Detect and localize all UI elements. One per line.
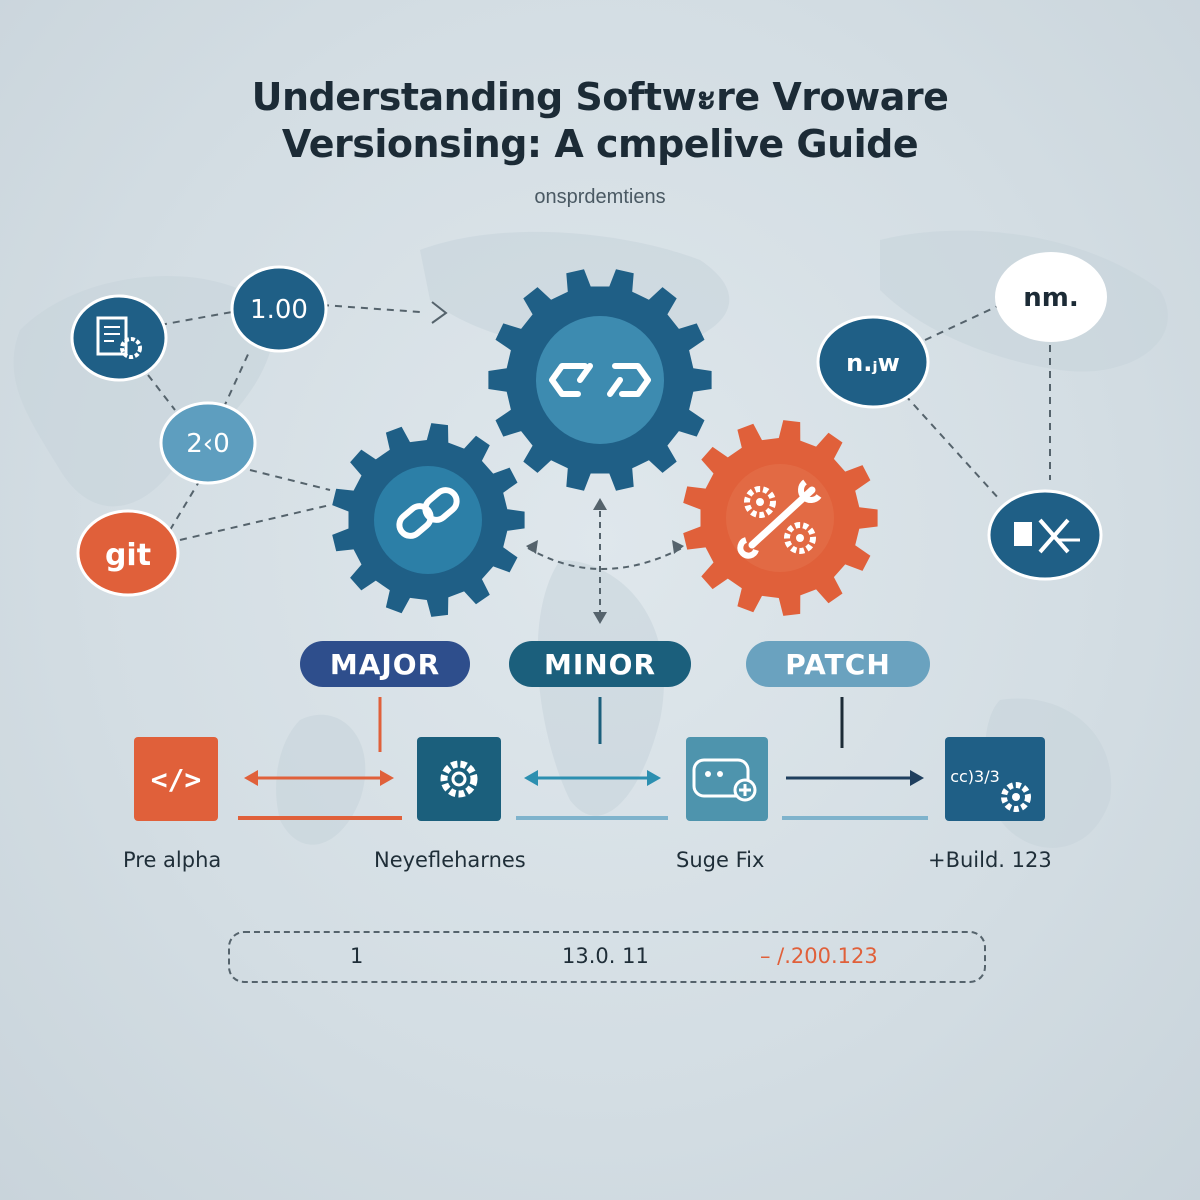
version-b: 13.0. 11 bbox=[562, 944, 649, 968]
doc-gear-node[interactable] bbox=[70, 294, 168, 382]
arrow-down bbox=[593, 612, 607, 624]
right-connectors bbox=[904, 304, 1051, 501]
link-icon-top bbox=[549, 363, 651, 397]
node-nm[interactable]: nm. bbox=[995, 252, 1107, 342]
left-connectors bbox=[147, 304, 421, 541]
build-tools-node[interactable] bbox=[987, 489, 1103, 581]
arrow-settings-to-gamepad bbox=[516, 770, 668, 820]
settings-tile[interactable] bbox=[417, 737, 501, 821]
caption-build: +Build. 123 bbox=[928, 848, 1052, 872]
code-icon: </> bbox=[151, 763, 202, 796]
arrow-right bbox=[672, 540, 684, 554]
caption-neyef: Neyeflehаrnes bbox=[374, 848, 526, 872]
node-v1[interactable]: 1.00 bbox=[230, 265, 328, 353]
page-title-line-2: Versionsing: A cmpelive Guide bbox=[281, 122, 919, 166]
link-icon-left bbox=[396, 487, 460, 539]
build-tile-code: cc)3/3 bbox=[950, 767, 1000, 786]
node-git[interactable]: git bbox=[76, 509, 180, 597]
node-nm-label: nm. bbox=[1023, 283, 1078, 313]
major-pill[interactable]: MAJOR bbox=[300, 641, 470, 687]
arrow-chevron bbox=[431, 301, 448, 324]
version-string-box bbox=[228, 931, 986, 983]
node-v2[interactable]: 2‹0 bbox=[159, 401, 257, 485]
patch-pill[interactable]: PATCH bbox=[746, 641, 930, 687]
page-subtitle: onsprdemtiens bbox=[534, 186, 666, 208]
tools-icon-right bbox=[737, 479, 822, 559]
gear-top bbox=[488, 269, 712, 491]
node-v2-label: 2‹0 bbox=[186, 429, 229, 459]
code-tile[interactable]: </> bbox=[134, 737, 218, 821]
caption-pre-alpha: Pre alpha bbox=[123, 848, 222, 872]
minor-pill[interactable]: MINOR bbox=[509, 641, 691, 687]
arrow-gamepad-to-build bbox=[782, 770, 928, 820]
node-git-label: git bbox=[105, 538, 151, 573]
world-map-background bbox=[13, 230, 1168, 848]
version-a: 1 bbox=[350, 944, 364, 968]
version-c: – /.200.123 bbox=[760, 944, 878, 968]
gamepad-tile[interactable] bbox=[686, 737, 768, 821]
node-nmw[interactable]: n.ⱼw bbox=[816, 315, 930, 409]
build-tile[interactable]: cc)3/3 bbox=[945, 737, 1045, 821]
arrow-up bbox=[593, 498, 607, 510]
page-title-line-1: Understanding Softwะre Vroware bbox=[251, 75, 949, 119]
caption-suge-fix: Suge Fix bbox=[676, 848, 765, 872]
gear-top-hub bbox=[536, 316, 664, 444]
arrow-left bbox=[526, 540, 538, 554]
node-v1-label: 1.00 bbox=[250, 295, 308, 325]
arrow-pre-to-settings bbox=[238, 770, 402, 820]
gear-connectors bbox=[527, 500, 683, 612]
node-nmw-label: n.ⱼw bbox=[846, 349, 900, 377]
